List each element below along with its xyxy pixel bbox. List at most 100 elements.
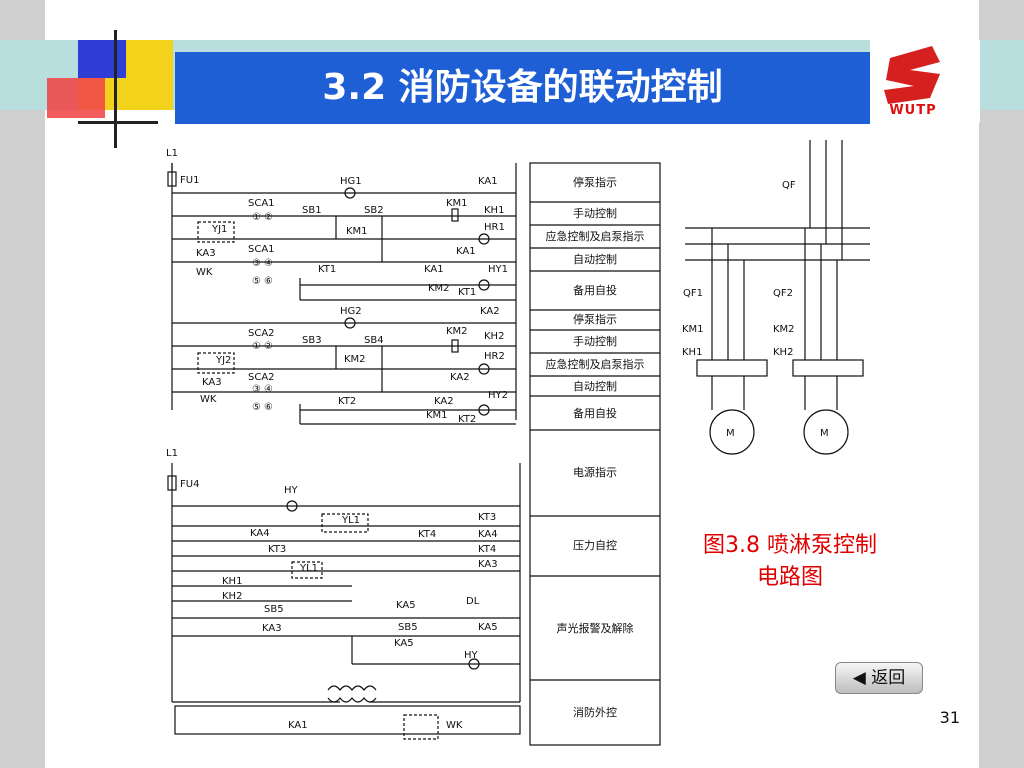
logo-text: WUTP: [889, 103, 937, 118]
contact-number: ②: [264, 341, 273, 352]
func-label: 应急控制及启泵指示: [546, 357, 645, 371]
component-label: KM1: [446, 198, 468, 209]
component-label: KM1: [426, 410, 448, 421]
supply-label: L1: [166, 448, 178, 459]
contact-number: ⑤: [252, 402, 261, 413]
component-label: KA3: [196, 248, 216, 259]
component-label: HG2: [340, 306, 362, 317]
component-label: SB3: [302, 335, 322, 346]
func-label: 备用自投: [573, 406, 617, 420]
circuit-wiring: [167, 140, 870, 746]
component-label: WK: [196, 267, 213, 278]
component-label: KT3: [478, 512, 496, 523]
component-label: KT1: [458, 287, 476, 298]
component-label: KM1: [346, 226, 368, 237]
component-label: SB2: [364, 205, 384, 216]
contact-number: ④: [264, 384, 273, 395]
component-label: HY1: [488, 264, 508, 275]
fuse-label: FU1: [180, 175, 199, 186]
decor-horizontal-line: [78, 121, 158, 124]
back-button[interactable]: ◀ 返回: [835, 662, 923, 694]
contact-number: ③: [252, 384, 261, 395]
contact-number: ⑥: [264, 402, 273, 413]
component-label: KA4: [250, 528, 270, 539]
component-label: SB5: [398, 622, 418, 633]
component-label: KM2: [428, 283, 450, 294]
component-label: KA1: [288, 720, 308, 731]
component-label: KA5: [478, 622, 498, 633]
component-label: SCA2: [248, 372, 275, 383]
component-label: KA5: [396, 600, 416, 611]
component-label: KM2: [344, 354, 366, 365]
func-label: 停泵指示: [573, 175, 617, 189]
func-label: 压力自控: [573, 538, 617, 552]
component-label: HY2: [488, 390, 508, 401]
component-label: KT2: [458, 414, 476, 425]
func-label: 手动控制: [573, 334, 617, 348]
component-label: KA3: [262, 623, 282, 634]
component-label: SCA1: [248, 244, 275, 255]
right-margin: [979, 0, 1024, 768]
slide-title: 3.2 消防设备的联动控制: [322, 67, 723, 108]
component-label: KM1: [682, 324, 704, 335]
component-label: YJ1: [211, 224, 227, 235]
component-label: SB5: [264, 604, 284, 615]
caption-line-2: 电路图: [756, 565, 823, 590]
component-label: KA3: [202, 377, 222, 388]
component-label: WK: [446, 720, 463, 731]
function-column-labels: 停泵指示 手动控制 应急控制及启泵指示 自动控制 备用自投 停泵指示 手动控制 …: [546, 175, 645, 719]
component-label: KA5: [394, 638, 414, 649]
component-label: HY: [464, 650, 479, 661]
page-number: 31: [939, 708, 960, 727]
component-label: KA2: [480, 306, 500, 317]
component-label: KT1: [318, 264, 336, 275]
contact-number: ④: [264, 258, 273, 269]
component-label: DL: [466, 596, 480, 607]
component-label: KA3: [478, 559, 498, 570]
contact-number: ③: [252, 258, 261, 269]
title-bar: [175, 52, 870, 124]
func-label: 备用自投: [573, 283, 617, 297]
supply-label: L1: [166, 148, 178, 159]
contact-number: ⑤: [252, 276, 261, 287]
func-label: 手动控制: [573, 206, 617, 220]
func-label: 应急控制及启泵指示: [546, 229, 645, 243]
contact-number: ①: [252, 341, 261, 352]
component-label: KH1: [682, 347, 702, 358]
component-label: YL1: [299, 563, 318, 574]
component-label: KH1: [484, 205, 504, 216]
logo-mark-icon: [884, 46, 940, 104]
component-label: KA4: [478, 529, 498, 540]
component-label: M: [726, 428, 735, 439]
contact-number: ①: [252, 212, 261, 223]
component-label: KA1: [424, 264, 444, 275]
component-label: YJ2: [215, 355, 231, 366]
func-label: 自动控制: [573, 379, 617, 393]
component-label: SCA2: [248, 328, 275, 339]
component-label: SB1: [302, 205, 322, 216]
component-label: KA2: [450, 372, 470, 383]
component-label: HR2: [484, 351, 505, 362]
component-label: HY: [284, 485, 299, 496]
component-label: KM2: [446, 326, 468, 337]
component-label: HG1: [340, 176, 362, 187]
decor-blue-square: [78, 40, 126, 78]
component-label: KA1: [478, 176, 498, 187]
component-label: KH2: [484, 331, 504, 342]
component-label: KH2: [222, 591, 242, 602]
component-label: KH2: [773, 347, 793, 358]
component-label: SCA1: [248, 198, 275, 209]
func-label: 停泵指示: [573, 312, 617, 326]
back-arrow-icon: ◀: [852, 668, 872, 688]
component-label: QF1: [683, 288, 703, 299]
caption-line-1: 图3.8 喷淋泵控制: [703, 533, 877, 558]
func-label: 声光报警及解除: [557, 621, 634, 635]
component-label: KT4: [418, 529, 436, 540]
func-label: 消防外控: [573, 705, 617, 719]
component-label: QF: [782, 180, 796, 191]
component-label: YL1: [341, 515, 360, 526]
component-label: KT4: [478, 544, 496, 555]
component-label: M: [820, 428, 829, 439]
